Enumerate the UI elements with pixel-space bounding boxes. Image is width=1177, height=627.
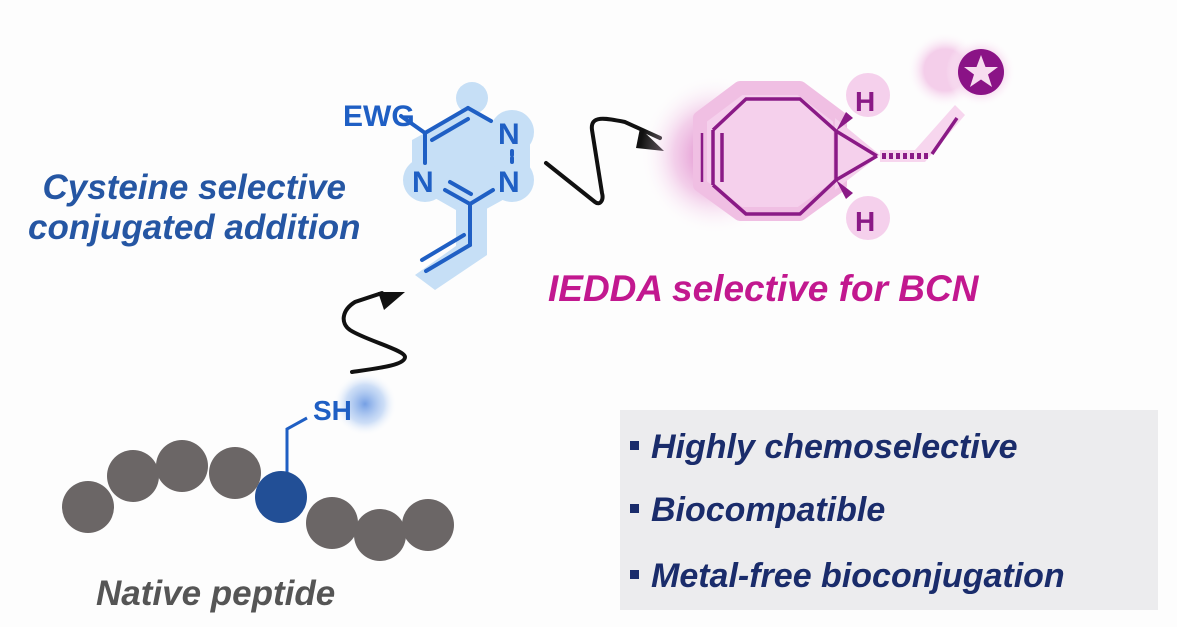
residue xyxy=(156,440,208,492)
cysteine-selective-caption: Cysteine selective conjugated addition xyxy=(28,168,360,248)
caption-line-2: conjugated addition xyxy=(28,208,361,247)
ewg-label: EWG xyxy=(343,100,415,133)
residue xyxy=(402,499,454,551)
nitrogen-atom-1: N xyxy=(498,118,520,151)
vinyl-triazine-reagent: EWG N N N xyxy=(343,82,534,290)
reaction-arrow-to-triazine xyxy=(341,291,408,374)
star-icon xyxy=(964,55,998,87)
residue xyxy=(354,509,406,561)
bcn-reagent: H H xyxy=(640,32,1016,240)
residue xyxy=(62,481,114,533)
bullet-icon xyxy=(630,503,639,513)
caption-line-1: Cysteine selective xyxy=(42,168,346,207)
bullet-icon xyxy=(630,440,639,450)
cysteine-residue xyxy=(255,471,307,523)
residue xyxy=(306,497,358,549)
features-box: Highly chemoselective Biocompatible Meta… xyxy=(620,410,1158,610)
nitrogen-atom-2: N xyxy=(498,166,520,199)
native-peptide-caption: Native peptide xyxy=(96,574,336,613)
feature-item: Biocompatible xyxy=(630,490,885,530)
residue xyxy=(209,447,261,499)
feature-item: Metal-free bioconjugation xyxy=(630,556,1065,596)
iedda-caption: IEDDA selective for BCN xyxy=(548,268,979,309)
hydrogen-bottom: H xyxy=(855,206,875,237)
feature-label: Metal-free bioconjugation xyxy=(651,557,1065,595)
feature-label: Highly chemoselective xyxy=(651,428,1018,466)
native-peptide-chain: SH xyxy=(62,372,454,561)
wedge-bond-bottom xyxy=(836,180,853,199)
peptide-residues xyxy=(62,440,454,561)
hydrogen-top: H xyxy=(855,86,875,117)
feature-item: Highly chemoselective xyxy=(630,427,1018,467)
thiol-glow xyxy=(333,372,397,436)
feature-label: Biocompatible xyxy=(651,491,886,529)
wedge-bond-top xyxy=(836,112,853,131)
arrow-head-icon xyxy=(378,292,405,310)
cysteine-side-chain xyxy=(285,416,308,487)
residue xyxy=(107,450,159,502)
thiol-label: SH xyxy=(313,395,352,426)
triazine-bonds xyxy=(399,106,514,273)
payload-star-badge xyxy=(946,37,1016,107)
bcn-bonds xyxy=(700,97,959,216)
nitrogen-atom-3: N xyxy=(412,166,434,199)
bullet-icon xyxy=(630,569,639,579)
